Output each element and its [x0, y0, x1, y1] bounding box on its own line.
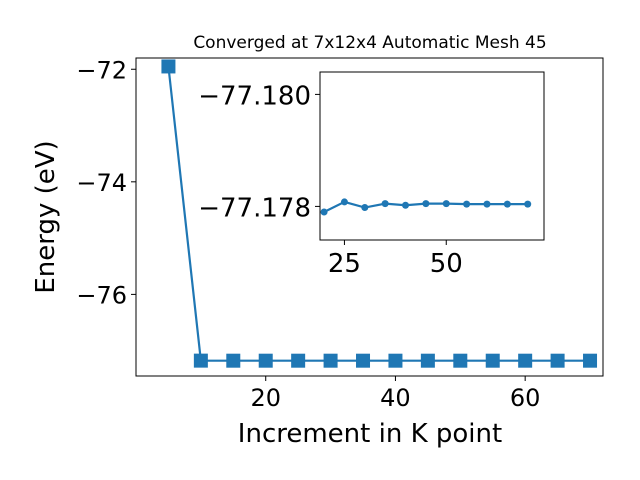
x-tick-label: 40 — [380, 384, 411, 412]
data-point — [422, 200, 430, 208]
data-point — [320, 208, 328, 216]
data-point — [323, 353, 338, 368]
y-tick-label: −77.178 — [198, 193, 311, 223]
x-tick-label: 50 — [430, 249, 463, 279]
inset-plot-frame — [319, 71, 545, 241]
y-tick-label: −77.180 — [198, 81, 311, 111]
data-point — [340, 198, 348, 206]
data-point — [361, 204, 369, 212]
data-point — [518, 353, 533, 368]
data-point — [291, 353, 306, 368]
y-tick-label: −76 — [76, 281, 127, 309]
data-point — [258, 353, 273, 368]
inset-series — [320, 198, 532, 216]
main-series — [161, 59, 598, 368]
data-point — [356, 353, 371, 368]
data-point — [420, 353, 435, 368]
x-tick-label: 60 — [510, 384, 541, 412]
y-axis-label: Energy (eV) — [31, 140, 61, 293]
data-point — [524, 200, 532, 208]
data-point — [193, 353, 208, 368]
data-point — [388, 353, 403, 368]
x-tick-label: 20 — [250, 384, 281, 412]
data-point — [483, 200, 491, 208]
data-point — [485, 353, 500, 368]
y-tick-label: −74 — [76, 169, 127, 197]
data-point — [161, 59, 176, 74]
data-point — [226, 353, 241, 368]
data-point — [381, 200, 389, 208]
data-point — [583, 353, 598, 368]
data-point — [503, 200, 511, 208]
data-point — [442, 200, 450, 208]
main-axis-ticks: 20 40 60 −72 −74 −76 — [76, 56, 540, 412]
inset-axis-ticks: 25 50 −77.180 −77.178 — [198, 81, 463, 279]
x-tick-label: 25 — [328, 249, 361, 279]
x-axis-label: Increment in K point — [238, 419, 502, 449]
data-point — [463, 200, 471, 208]
data-point — [453, 353, 468, 368]
data-point — [550, 353, 565, 368]
y-tick-label: −72 — [76, 56, 127, 84]
data-point — [402, 201, 410, 209]
chart-title: Converged at 7x12x4 Automatic Mesh 45 — [193, 33, 546, 53]
main-plot-frame — [135, 57, 604, 377]
